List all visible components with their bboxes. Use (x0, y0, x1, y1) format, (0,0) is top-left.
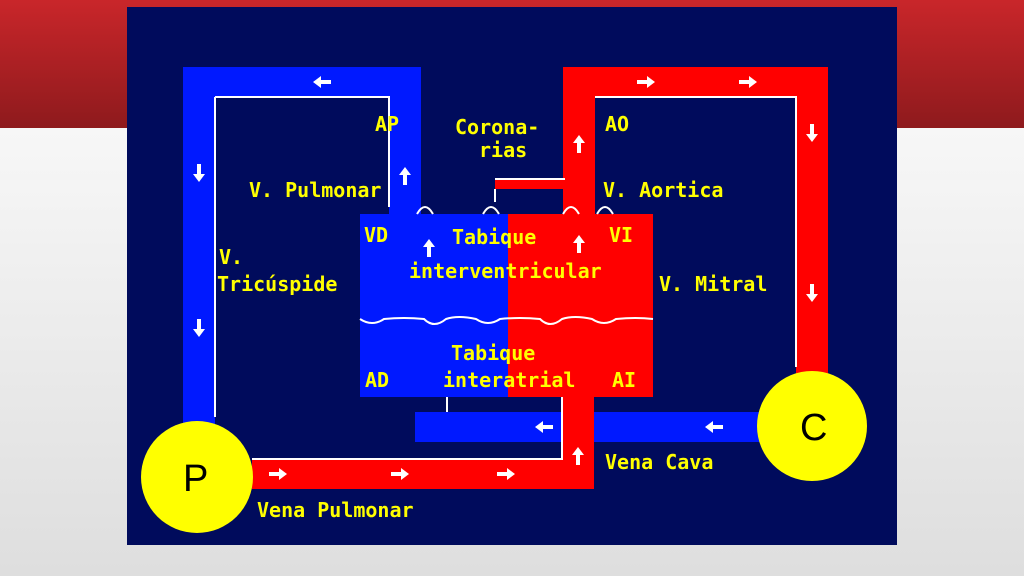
arrow-down-icon (806, 284, 818, 302)
label-tabique-interventricular-1: Tabique (452, 225, 536, 249)
arrow-down-icon (193, 319, 205, 337)
label-vi: VI (609, 223, 633, 247)
label-tabique-interventricular-2: interventricular (409, 259, 602, 283)
arrow-right-icon (739, 76, 757, 88)
aorta-top (563, 67, 828, 97)
right-heart (360, 214, 508, 397)
pulmonary-artery-up (389, 67, 421, 217)
systemic-circuit (252, 67, 828, 489)
label-ad: AD (365, 368, 389, 392)
label-node-c: C (800, 407, 827, 449)
arrow-left-icon (535, 421, 553, 433)
semilunar-valves (416, 206, 614, 215)
coronary-outline (494, 178, 565, 202)
arrow-up-icon (399, 167, 411, 185)
arrow-up-icon (423, 239, 435, 257)
label-ai: AI (612, 368, 636, 392)
arrow-down-icon (806, 124, 818, 142)
arrow-right-icon (391, 468, 409, 480)
label-vena-cava: Vena Cava (605, 450, 713, 474)
arrow-up-icon (573, 135, 585, 153)
label-coronarias-1: Corona- (455, 115, 539, 139)
arrow-up-icon (572, 447, 584, 465)
pulmonary-artery-top (183, 67, 421, 97)
label-v-pulmonar: V. Pulmonar (249, 178, 381, 202)
arrow-right-icon (497, 468, 515, 480)
label-node-p: P (183, 458, 208, 500)
arrow-down-icon (193, 164, 205, 182)
node-p (141, 421, 253, 533)
pulmonary-inner-outline (215, 96, 390, 207)
label-v-aortica: V. Aortica (603, 178, 723, 202)
label-v-mitral: V. Mitral (659, 272, 767, 296)
label-ap: AP (375, 112, 399, 136)
label-v-tricuspide-1: V. (219, 245, 243, 269)
label-ao: AO (605, 112, 629, 136)
label-vd: VD (364, 223, 388, 247)
pulmonary-vein-up (562, 387, 594, 489)
arrow-left-icon (313, 76, 331, 88)
pulmonary-left-vessel (183, 67, 215, 427)
label-coronarias-2: rias (479, 138, 527, 162)
heart (359, 206, 654, 397)
label-vena-pulmonar: Vena Pulmonar (257, 498, 414, 522)
pulmonary-vein-outline (252, 392, 563, 460)
arrow-right-icon (637, 76, 655, 88)
label-v-tricuspide-2: Tricúspide (217, 272, 337, 296)
av-valves (359, 316, 654, 325)
coronary-vessel (495, 179, 565, 189)
arrow-up-icon (573, 235, 585, 253)
pulmonary-vein-vessel (252, 459, 592, 489)
circulation-diagram: AP Corona- rias AO V. Pulmonar V. Aortic… (141, 67, 867, 533)
arrow-right-icon (269, 468, 287, 480)
diagram-panel: AP Corona- rias AO V. Pulmonar V. Aortic… (127, 7, 897, 545)
systemic-inner-outline (595, 96, 797, 367)
node-c (757, 371, 867, 481)
systemic-right-vessel (796, 67, 828, 377)
arrow-left-icon (705, 421, 723, 433)
label-tabique-interatrial-1: Tabique (451, 341, 535, 365)
label-tabique-interatrial-2: interatrial (443, 368, 575, 392)
